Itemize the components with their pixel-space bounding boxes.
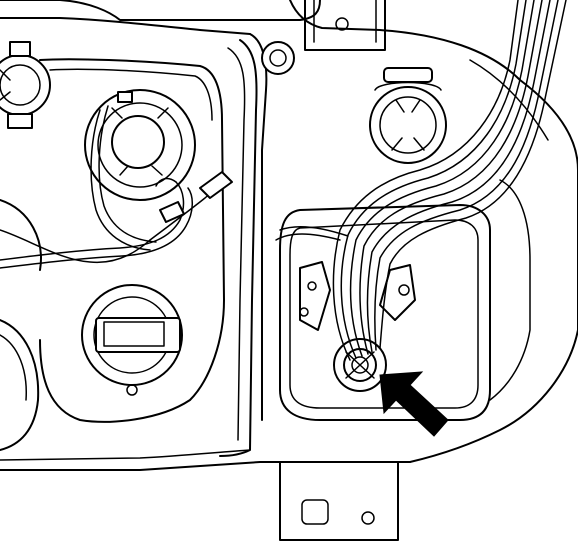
left-lamp-panel: [39, 39, 258, 457]
mounting-tab: [279, 461, 399, 541]
left-edge-sockets: [0, 199, 42, 451]
right-outer-contour: [469, 59, 549, 401]
lower-bulb-socket: [81, 284, 183, 396]
right-bulb-socket: [369, 67, 447, 164]
callout-arrow: [379, 371, 449, 437]
top-left-socket: [0, 41, 51, 129]
wiring-compartment: [279, 204, 491, 421]
mounting-bracket: [299, 261, 416, 331]
top-bracket: [261, 0, 386, 75]
wiring-harness: [275, 0, 567, 361]
left-wiring: [0, 105, 233, 269]
upper-bulb-socket: [84, 89, 196, 201]
wire-grommet: [333, 338, 387, 392]
